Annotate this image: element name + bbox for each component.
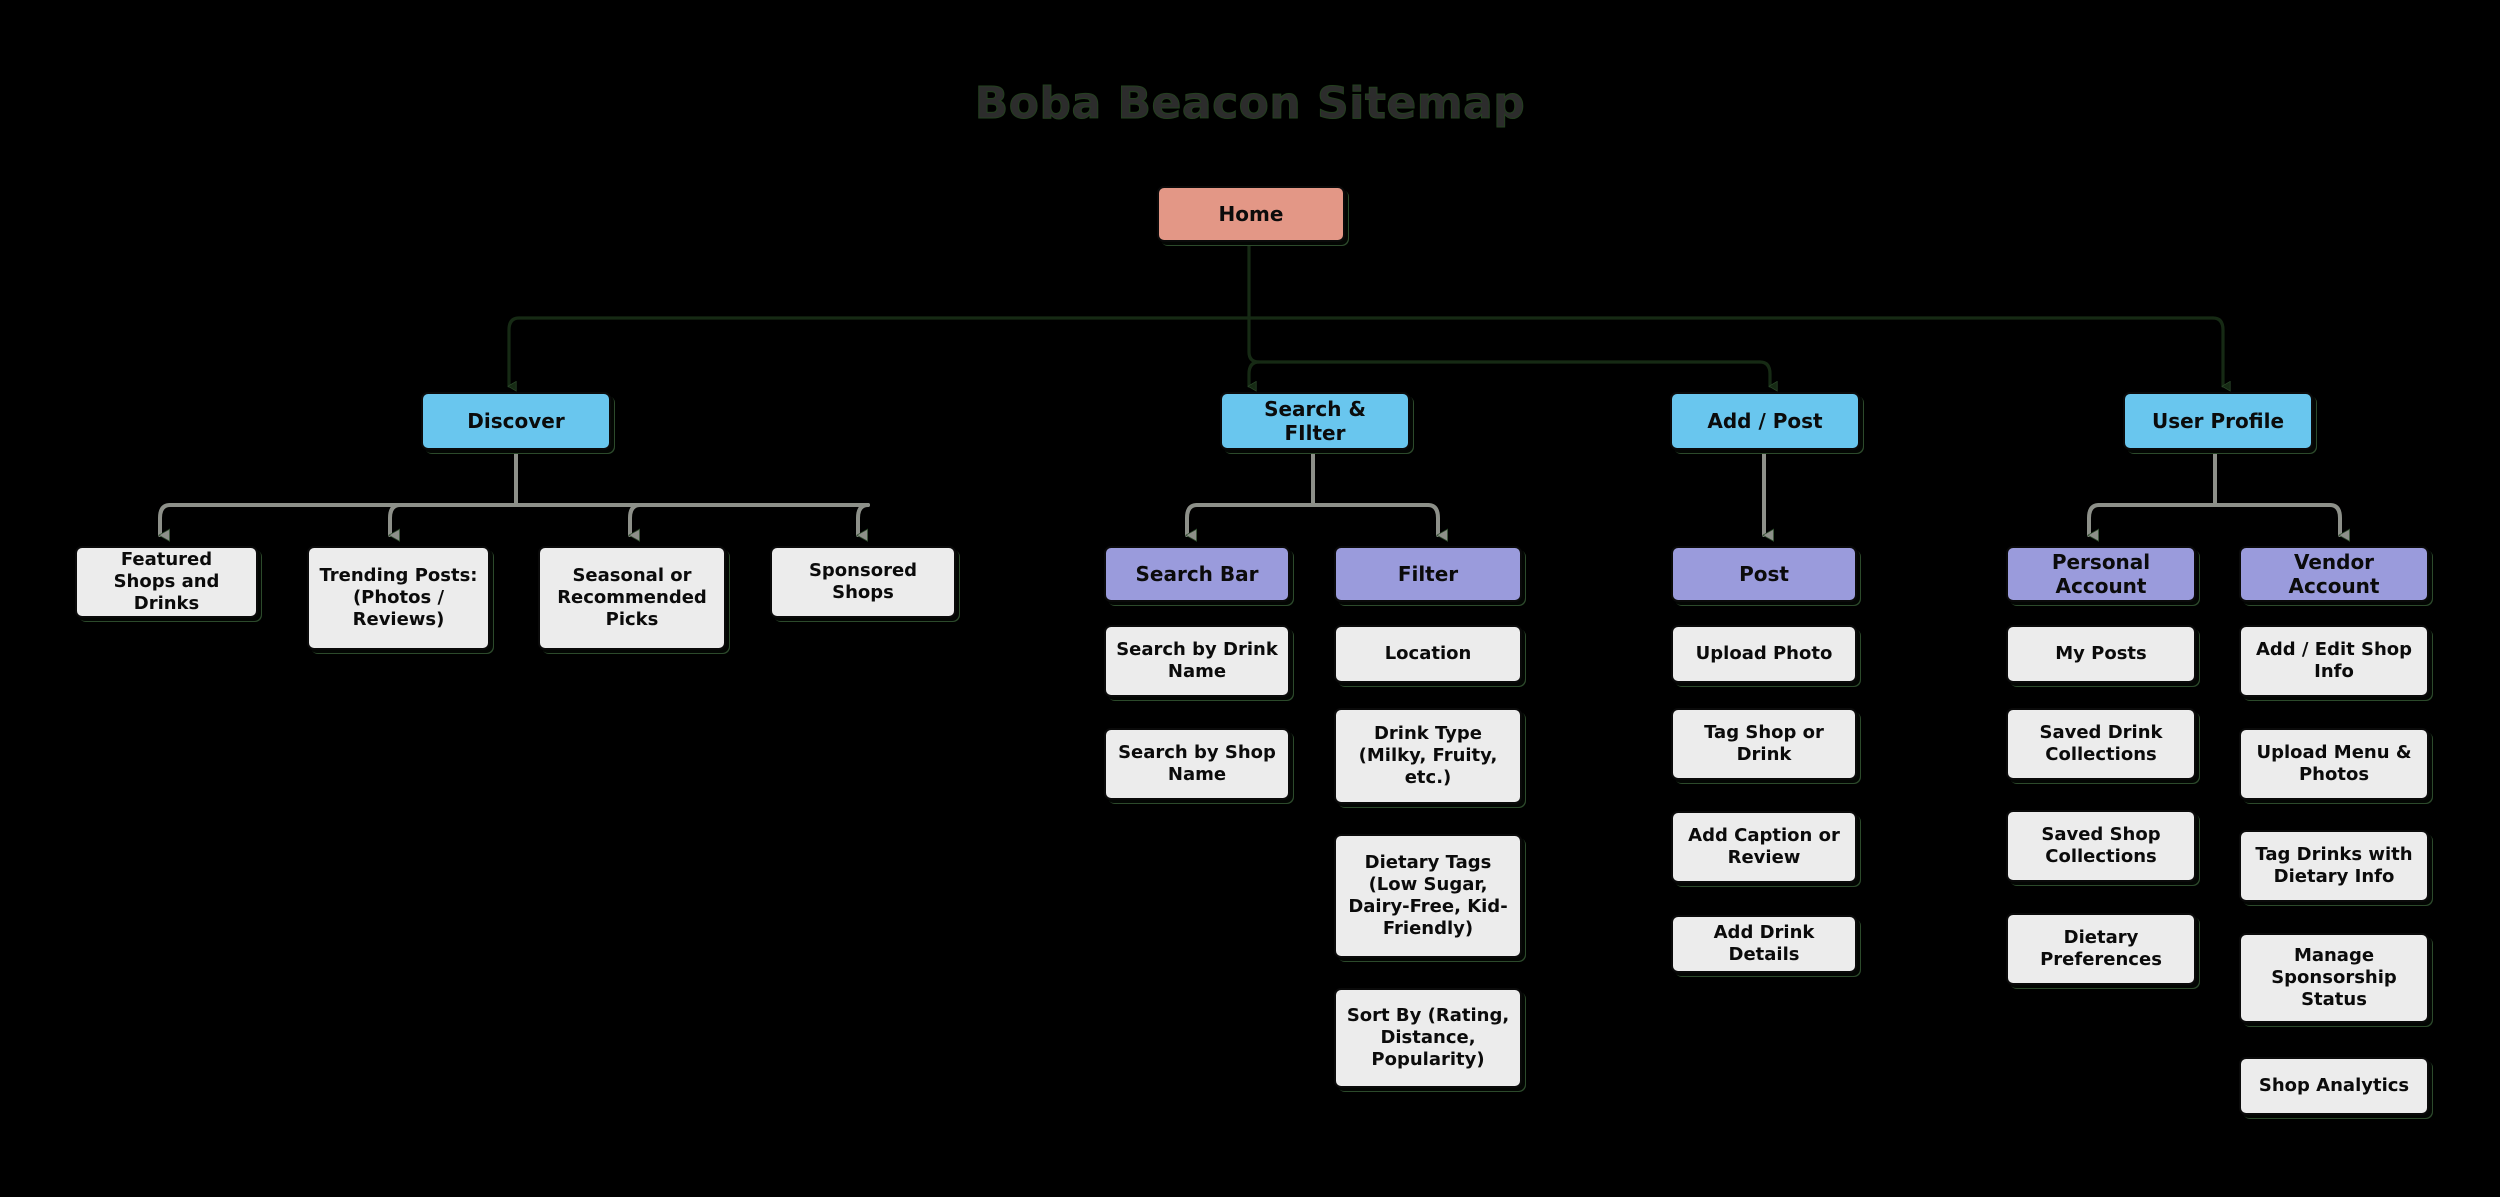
node-label: Location: [1384, 643, 1472, 665]
node-label: Tag Shop or Drink: [1704, 722, 1824, 765]
edge-home-bus: [517, 243, 2215, 364]
edge-group-discover: [168, 451, 870, 507]
node-discover-label: Discover: [467, 408, 565, 433]
node-label: Search Bar: [1135, 561, 1259, 586]
node-search-by-drink[interactable]: Search by Drink Name: [1104, 625, 1290, 697]
node-add-drink-details[interactable]: Add Drink Details: [1671, 915, 1857, 973]
node-add-post[interactable]: Add / Post: [1670, 392, 1860, 450]
node-tag-drinks-dietary[interactable]: Tag Drinks with Dietary Info: [2239, 830, 2429, 902]
node-add-post-label: Add / Post: [1707, 408, 1823, 433]
node-search-filter-label: Search & FIlter: [1264, 396, 1366, 445]
node-upload-photo[interactable]: Upload Photo: [1671, 625, 1857, 683]
node-label: Add Drink Details: [1713, 922, 1815, 965]
node-upload-menu-photos[interactable]: Upload Menu & Photos: [2239, 728, 2429, 800]
node-post[interactable]: Post: [1671, 546, 1857, 602]
node-user-profile-label: User Profile: [2151, 408, 2285, 433]
node-label: Search by Shop Name: [1118, 742, 1276, 785]
node-my-posts[interactable]: My Posts: [2006, 625, 2196, 683]
node-manage-sponsorship[interactable]: Manage Sponsorship Status: [2239, 933, 2429, 1023]
node-user-profile[interactable]: User Profile: [2123, 392, 2313, 450]
edge-home-profile: [2211, 316, 2223, 386]
node-label: Vendor Account: [2288, 549, 2380, 598]
node-label: Sort By (Rating, Distance, Popularity): [1346, 1005, 1510, 1070]
node-label: My Posts: [2055, 643, 2147, 665]
node-filter-dietary-tags[interactable]: Dietary Tags (Low Sugar, Dairy-Free, Kid…: [1334, 834, 1522, 958]
node-trending-posts[interactable]: Trending Posts: (Photos / Reviews): [307, 546, 490, 650]
node-label: Add Caption or Review: [1688, 825, 1840, 868]
node-label: Tag Drinks with Dietary Info: [2255, 844, 2413, 887]
node-label: Personal Account: [2051, 549, 2151, 598]
node-label: Dietary Preferences: [2040, 927, 2162, 970]
node-personal-account[interactable]: Personal Account: [2006, 546, 2196, 602]
node-vendor-account[interactable]: Vendor Account: [2239, 546, 2429, 602]
node-label: Saved Drink Collections: [2039, 722, 2163, 765]
node-label: Featured Shops and Drinks: [113, 549, 220, 614]
node-label: Upload Photo: [1695, 643, 1833, 665]
node-dietary-preferences[interactable]: Dietary Preferences: [2006, 913, 2196, 985]
node-label: Add / Edit Shop Info: [2255, 639, 2413, 682]
edge-home-discover: [509, 316, 521, 386]
node-shop-analytics[interactable]: Shop Analytics: [2239, 1057, 2429, 1115]
node-label: Trending Posts: (Photos / Reviews): [319, 565, 478, 630]
node-add-edit-shop-info[interactable]: Add / Edit Shop Info: [2239, 625, 2429, 697]
node-label: Sponsored Shops: [808, 560, 918, 603]
node-label: Shop Analytics: [2258, 1075, 2410, 1097]
node-filter-sort-by[interactable]: Sort By (Rating, Distance, Popularity): [1334, 988, 1522, 1088]
node-seasonal-picks[interactable]: Seasonal or Recommended Picks: [538, 546, 726, 650]
node-label: Filter: [1397, 561, 1459, 586]
node-home[interactable]: Home: [1157, 186, 1345, 242]
node-label: Saved Shop Collections: [2041, 824, 2161, 867]
node-saved-shop-collections[interactable]: Saved Shop Collections: [2006, 810, 2196, 882]
node-tag-shop-or-drink[interactable]: Tag Shop or Drink: [1671, 708, 1857, 780]
node-featured-shops[interactable]: Featured Shops and Drinks: [75, 546, 258, 618]
node-saved-drink-collections[interactable]: Saved Drink Collections: [2006, 708, 2196, 780]
edge-home-addpost: [1758, 360, 1770, 386]
node-search-bar[interactable]: Search Bar: [1104, 546, 1290, 602]
node-filter-drink-type[interactable]: Drink Type (Milky, Fruity, etc.): [1334, 708, 1522, 804]
node-filter-location[interactable]: Location: [1334, 625, 1522, 683]
node-label: Seasonal or Recommended Picks: [557, 565, 707, 630]
page-title: Boba Beacon Sitemap: [974, 78, 1526, 130]
node-search-by-shop[interactable]: Search by Shop Name: [1104, 728, 1290, 800]
node-sponsored-shops[interactable]: Sponsored Shops: [770, 546, 956, 618]
edge-home-search: [1249, 360, 1261, 386]
node-label: Search by Drink Name: [1116, 639, 1278, 682]
node-label: Drink Type (Milky, Fruity, etc.): [1358, 723, 1498, 788]
edge-group-profile: [2097, 451, 2332, 507]
edge-group-search: [1195, 451, 1430, 507]
node-home-label: Home: [1218, 201, 1284, 226]
node-filter[interactable]: Filter: [1334, 546, 1522, 602]
node-label: Dietary Tags (Low Sugar, Dairy-Free, Kid…: [1348, 852, 1508, 939]
node-label: Manage Sponsorship Status: [2271, 945, 2397, 1010]
node-label: Upload Menu & Photos: [2256, 742, 2412, 785]
node-search-filter[interactable]: Search & FIlter: [1220, 392, 1410, 450]
node-discover[interactable]: Discover: [421, 392, 611, 450]
node-add-caption[interactable]: Add Caption or Review: [1671, 811, 1857, 883]
node-label: Post: [1739, 561, 1789, 586]
